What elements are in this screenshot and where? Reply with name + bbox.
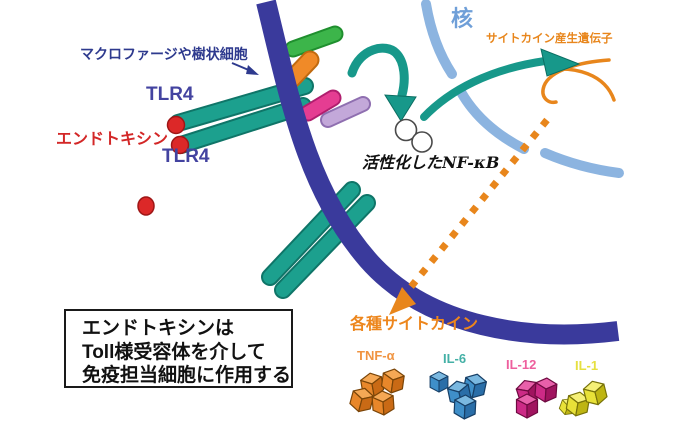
nfkb-to-gene-arrow — [420, 48, 581, 121]
cytokine-label-il1: IL-1 — [575, 358, 599, 373]
gene-to-cytokine-arrow — [389, 117, 550, 315]
adapter-proteins — [282, 25, 371, 128]
cytokine-label-il6: IL-6 — [443, 351, 467, 366]
caption-line: Toll様受容体を介して — [82, 341, 266, 363]
cell-type-label: マクロファージや樹状細胞 — [80, 46, 248, 62]
cell-membrane — [256, 0, 620, 345]
tlr4-label-upper: TLR4 — [146, 84, 194, 105]
nfkb-dimer — [394, 118, 433, 153]
cell-label-arrow — [231, 62, 259, 75]
cytokines-heading: 各種サイトカイン — [350, 316, 479, 333]
gene-label: サイトカイン産生遺伝子 — [486, 33, 613, 45]
cytokine-cubes-il1 — [557, 378, 609, 419]
nfkb-activation-arrow — [347, 43, 417, 122]
cytokine-cubes-tnf — [347, 367, 406, 417]
tlr4-label-lower: TLR4 — [162, 146, 210, 167]
caption-box: エンドトキシンは Toll様受容体を介して 免疫担当細胞に作用する — [64, 309, 293, 388]
nuclear-envelope — [421, 0, 624, 178]
cytokine-cubes-il12 — [514, 376, 558, 419]
endotoxin-molecules — [137, 115, 190, 216]
endotoxin-label: エンドトキシン — [56, 131, 169, 148]
nucleus-label: 核 — [451, 6, 474, 31]
cytokine-label-il12: IL-12 — [506, 357, 537, 372]
activated-nfkb-label: 活性化したNF-κB — [362, 153, 500, 172]
cytokine-cubes-il6 — [429, 371, 489, 421]
caption-line: エンドトキシンは — [82, 318, 235, 339]
caption-line: 免疫担当細胞に作用する — [82, 365, 292, 386]
cytokine-label-tnf-alpha: TNF-α — [357, 348, 395, 363]
